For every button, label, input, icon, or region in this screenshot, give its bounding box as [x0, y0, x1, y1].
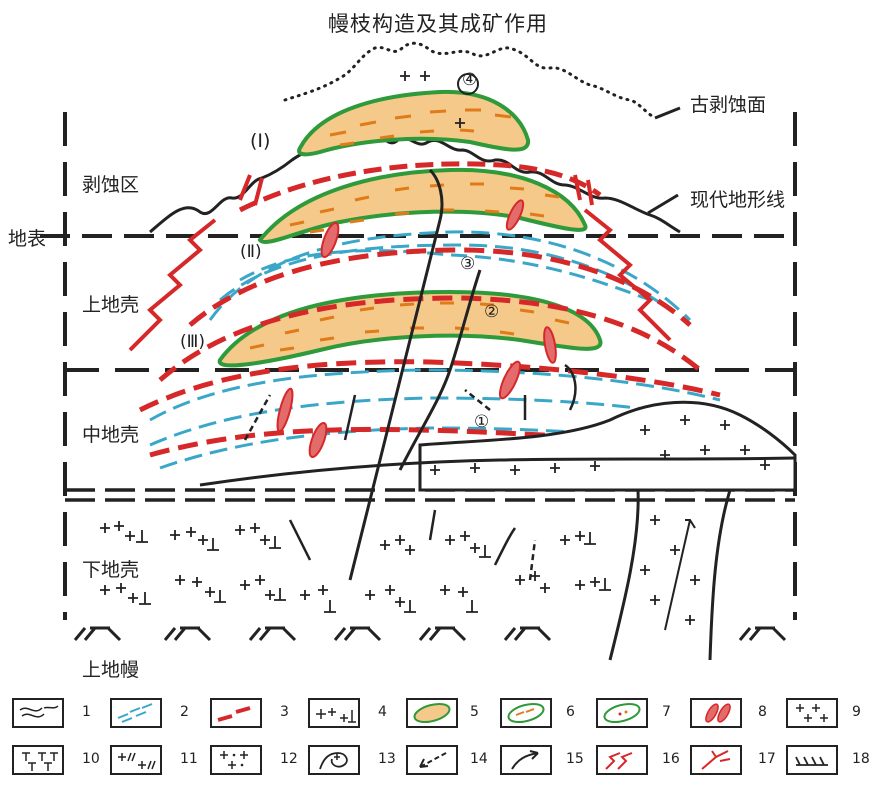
roman-2-label: (Ⅱ) — [240, 242, 262, 262]
legend-num-9: 9 — [852, 704, 861, 720]
ore-body-top — [297, 89, 531, 157]
legend-ore-lens-c-icon — [596, 698, 648, 728]
modern-terrain-label: 现代地形线 — [690, 189, 786, 211]
legend-num-10: 10 — [82, 751, 100, 767]
fault-right — [583, 208, 672, 342]
circled-2-label: ② — [484, 302, 500, 322]
erosion-zone-label: 剥蚀区 — [82, 174, 140, 196]
legend-num-18: 18 — [852, 751, 870, 767]
legend-num-8: 8 — [758, 704, 767, 720]
granite-symbols — [400, 71, 770, 625]
legend-num-2: 2 — [180, 704, 189, 720]
legend-num-7: 7 — [662, 704, 671, 720]
circled-3-label: ③ — [460, 254, 476, 274]
middle-crust-label: 中地壳 — [82, 424, 140, 446]
legend-intrusion-icon — [308, 745, 360, 775]
legend-red-dash-icon — [210, 698, 262, 728]
ancient-erosion-label: 古剥蚀面 — [690, 94, 767, 116]
legend-num-17: 17 — [758, 751, 776, 767]
legend-num-4: 4 — [378, 704, 387, 720]
legend-schist-icon — [12, 698, 64, 728]
lower-crust-symbols — [100, 521, 611, 613]
red-band-top — [238, 161, 602, 213]
cyan-zone-upper — [208, 230, 692, 322]
legend-num-1: 1 — [82, 704, 91, 720]
legend-num-16: 16 — [662, 751, 680, 767]
legend-num-12: 12 — [280, 751, 298, 767]
mantle-plume — [608, 489, 732, 661]
legend-ore-lens-b-icon — [500, 698, 552, 728]
legend-mantle-hatch-icon — [786, 745, 838, 775]
ancient-erosion-pointer — [654, 106, 681, 120]
red-band-middle-crust — [138, 359, 721, 413]
legend-plus-icon — [786, 698, 838, 728]
ore-body-upper — [257, 167, 588, 244]
terrain-pointer — [647, 193, 679, 215]
lower-crust-label: 下地壳 — [82, 559, 140, 581]
legend-num-13: 13 — [378, 751, 396, 767]
legend-dashed-arrow-icon — [406, 745, 458, 775]
circled-4-label: ④ — [462, 70, 478, 90]
legend-fault-branch-icon — [690, 745, 742, 775]
legend-num-5: 5 — [470, 704, 479, 720]
surface-label: 地表 — [8, 228, 47, 250]
legend-num-6: 6 — [566, 704, 575, 720]
legend-red-lens-icon — [690, 698, 742, 728]
central-intrusion — [348, 168, 444, 581]
ancient-erosion-line — [283, 41, 657, 120]
fault-left — [128, 218, 217, 352]
legend-num-15: 15 — [566, 751, 584, 767]
legend-num-3: 3 — [280, 704, 289, 720]
legend-fault-zigzag-icon — [596, 745, 648, 775]
legend-plus-dot-icon — [210, 745, 262, 775]
legend-plus-slash-icon — [110, 745, 162, 775]
upper-mantle-label: 上地幔 — [82, 659, 140, 681]
mantle-hatch — [73, 626, 787, 642]
circled-1-label: ① — [474, 412, 490, 432]
legend-num-14: 14 — [470, 751, 488, 767]
legend-num-11: 11 — [180, 751, 198, 767]
legend-ore-lens-a-icon — [406, 698, 458, 728]
legend-t-icon — [12, 745, 64, 775]
red-band-lower — [158, 295, 702, 382]
legend-cross-icon — [308, 698, 360, 728]
legend-solid-arrow-icon — [500, 745, 552, 775]
roman-1-label: (Ⅰ) — [250, 130, 271, 152]
legend-cyan-dash-icon — [110, 698, 162, 728]
diagram-title: 幔枝构造及其成矿作用 — [328, 12, 548, 36]
granite-dome — [418, 400, 797, 492]
upper-crust-label: 上地壳 — [82, 294, 140, 316]
roman-3-label: (Ⅲ) — [180, 332, 205, 352]
